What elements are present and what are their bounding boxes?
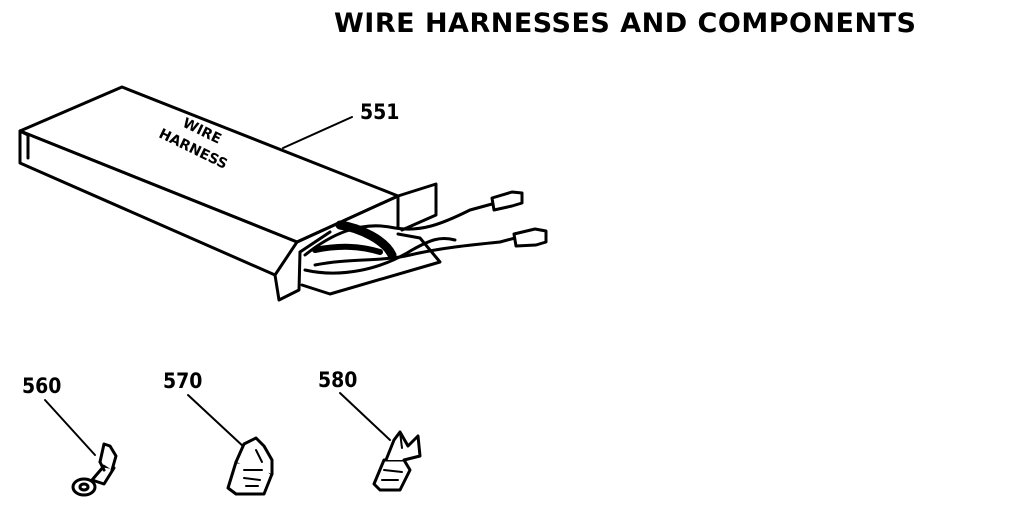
wire-harness-box: [18, 85, 442, 302]
spade-terminal-drawing: [339, 392, 422, 492]
callout-551: 551: [360, 100, 400, 124]
ring-terminal-drawing: [44, 399, 118, 497]
callout-570: 570: [163, 369, 203, 393]
leader-line-551: [282, 116, 353, 149]
callout-560: 560: [22, 374, 62, 398]
harness-wires: [303, 190, 548, 275]
callout-580: 580: [318, 368, 358, 392]
diagram-title: WIRE HARNESSES AND COMPONENTS: [334, 8, 917, 39]
flag-terminal-drawing: [187, 394, 274, 496]
